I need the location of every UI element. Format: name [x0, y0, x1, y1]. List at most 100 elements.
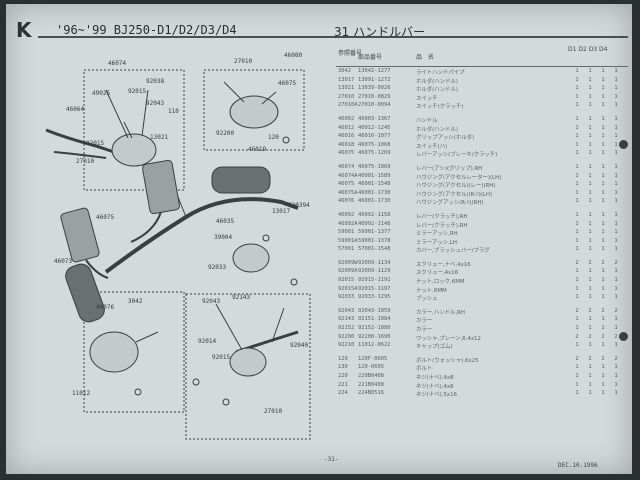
row-quantity: 1	[588, 285, 592, 292]
row-quantity: 1	[588, 381, 592, 388]
row-ref: 92033	[338, 294, 355, 301]
row-quantity: 1	[588, 373, 592, 379]
row-quantity: 1	[588, 325, 592, 332]
row-ref: 92200	[338, 333, 355, 340]
row-quantity: 1	[588, 294, 592, 301]
diagram-callout: 92014	[198, 338, 217, 345]
row-quantity: 1	[575, 124, 579, 131]
diagram-callout: 92038	[146, 78, 165, 85]
row-ref: 46074	[338, 163, 355, 170]
row-quantity: 1	[614, 342, 618, 349]
row-ref: 120	[338, 355, 348, 362]
row-quantity: 1	[601, 115, 605, 122]
diagram-callout: 920394	[288, 202, 310, 209]
diagram-callout: 92143	[232, 294, 251, 301]
row-quantity: 1	[614, 85, 618, 92]
row-quantity: 1	[588, 390, 592, 397]
row-part-number: 46001-1730	[358, 198, 391, 205]
row-quantity: 1	[614, 163, 618, 170]
row-quantity: 1	[614, 285, 618, 292]
row-quantity: 1	[614, 277, 618, 284]
row-part-number: 92009-1129	[358, 268, 391, 275]
row-quantity: 1	[614, 381, 618, 388]
row-quantity: 1	[614, 133, 618, 140]
row-part-number: 13042-1277	[358, 68, 391, 74]
row-quantity: 2	[588, 355, 592, 362]
diagram-callout: 13017	[272, 208, 291, 215]
row-description: スイッチ(クラッチ)	[416, 104, 464, 111]
row-part-number: 27010-0094	[358, 102, 391, 109]
row-part-number: 46075-1269	[358, 150, 391, 157]
row-quantity: 1	[575, 115, 579, 122]
row-quantity: 1	[575, 229, 579, 236]
diagram-callout: 92040	[290, 342, 309, 349]
row-quantity: 1	[575, 342, 579, 349]
row-description: ボルト	[416, 366, 433, 373]
row-description: レバー(クラッチ),RH	[416, 222, 468, 229]
diagram-callout: 92015	[128, 88, 147, 95]
row-quantity: 1	[614, 181, 618, 188]
row-quantity: 1	[575, 68, 579, 74]
row-quantity: 1	[601, 172, 605, 179]
row-ref: 46012	[338, 124, 355, 131]
diagram-callout: 46035	[216, 218, 235, 225]
row-quantity: 1	[614, 294, 618, 301]
row-quantity: 1	[614, 316, 618, 323]
row-description: ネジ(ナベ),4x8	[416, 383, 454, 390]
row-quantity: 1	[614, 237, 618, 244]
kawasaki-logo: K	[16, 18, 31, 42]
row-part-number: 92152-1080	[358, 325, 391, 332]
diagram-callout: 46019	[248, 146, 267, 153]
row-quantity: 1	[588, 268, 592, 275]
row-quantity: 1	[614, 68, 618, 74]
row-quantity: 1	[614, 141, 618, 148]
row-quantity: 1	[614, 325, 618, 332]
row-quantity: 2	[601, 307, 605, 314]
row-quantity: 1	[614, 115, 618, 122]
row-quantity: 1	[575, 237, 579, 244]
row-quantity: 1	[588, 229, 592, 236]
row-quantity: 1	[601, 163, 605, 170]
diagram-callout: 11012	[72, 390, 91, 397]
row-quantity: 1	[588, 246, 592, 253]
diagram-callout: 3042	[128, 298, 143, 305]
diagram-callout: 46075	[96, 214, 115, 221]
row-description: ホルダ(ハンドル)	[416, 87, 458, 94]
row-quantity: 1	[614, 373, 618, 379]
row-quantity: 1	[575, 316, 579, 323]
row-quantity: 1	[614, 150, 618, 157]
diagram-callout: 39004	[214, 234, 233, 241]
diagram-callout: 92043	[202, 298, 221, 305]
row-quantity: 1	[601, 237, 605, 244]
row-ref: 46018	[338, 141, 355, 148]
row-quantity: 1	[575, 246, 579, 253]
row-quantity: 2	[601, 333, 605, 340]
row-quantity: 1	[588, 68, 592, 74]
row-quantity: 1	[588, 93, 592, 100]
row-quantity: 2	[588, 333, 592, 340]
row-quantity: 2	[575, 333, 579, 340]
row-quantity: 1	[575, 85, 579, 92]
row-quantity: 1	[575, 141, 579, 148]
row-quantity: 1	[575, 390, 579, 397]
row-description: カラー,ハンドル,RH	[416, 309, 465, 316]
row-quantity: 1	[614, 220, 618, 227]
row-quantity: 2	[601, 259, 605, 266]
diagram-callout: 27010	[76, 158, 95, 165]
row-description: レバー(アシ)(グリップ),RH	[416, 165, 483, 172]
row-quantity: 1	[588, 364, 592, 371]
row-ref: 46076	[338, 198, 355, 205]
row-part-number: 92200-1690	[358, 333, 391, 340]
